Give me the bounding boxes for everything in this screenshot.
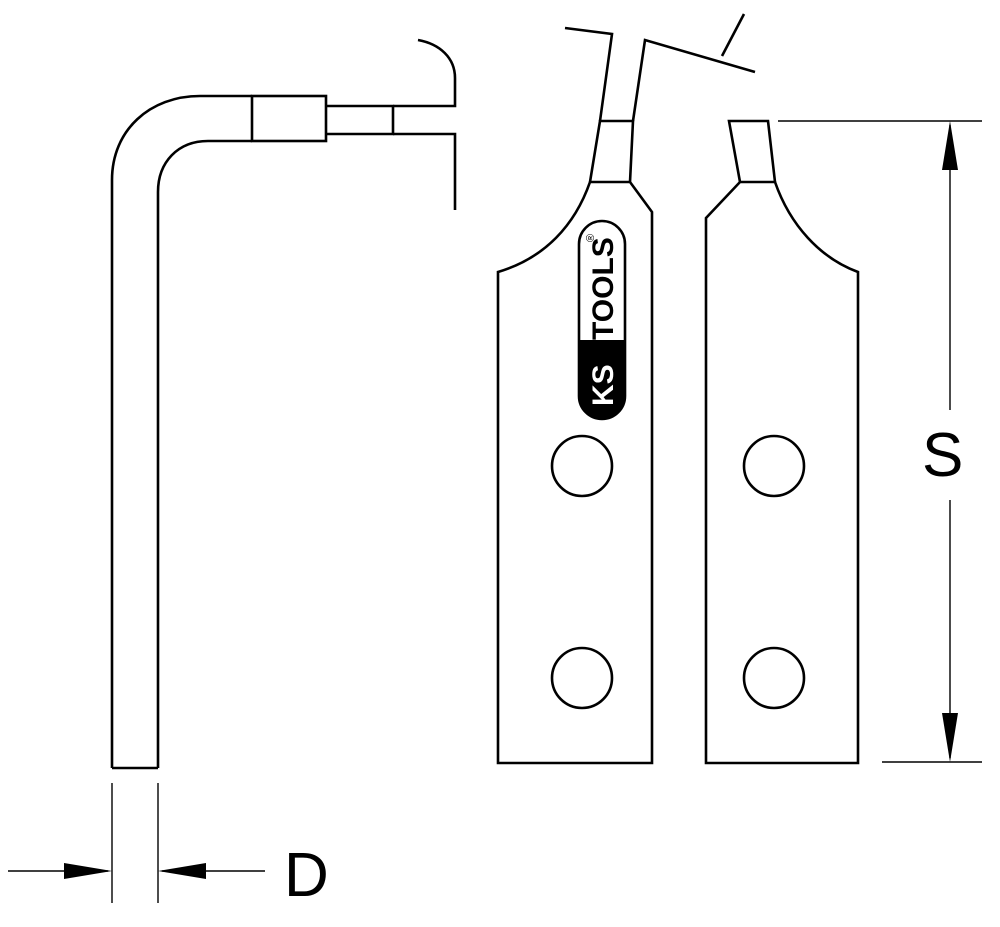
d-arrow-left <box>64 863 112 879</box>
logo-ks: KS <box>587 364 620 406</box>
plate-left-neck <box>588 119 635 183</box>
bent-pin-side-view <box>110 38 457 770</box>
pin-collar <box>250 94 328 143</box>
plate-right-neck <box>727 119 777 183</box>
logo-dark-segment <box>579 340 625 419</box>
plate-left-arm-cut <box>720 13 746 57</box>
tip-plate-right <box>704 119 860 765</box>
plate-right-hole-upper <box>742 434 806 498</box>
s-label: S <box>922 421 963 490</box>
pin-tip-lower <box>393 132 457 210</box>
s-arrow-bottom <box>942 713 958 762</box>
kstools-logo: KS TOOLS ® <box>577 219 627 421</box>
pin-stub <box>326 104 395 136</box>
dimension-s: S <box>778 120 982 763</box>
s-arrow-top <box>942 121 958 170</box>
plate-left-shank <box>564 26 614 122</box>
pin-tip-hook <box>393 38 457 108</box>
plate-left-outline <box>496 180 654 765</box>
logo-registered: ® <box>585 234 597 242</box>
plate-right-outline <box>704 180 860 765</box>
d-label: D <box>284 841 329 910</box>
tip-plate-left <box>496 13 756 765</box>
plate-left-shank-right <box>631 38 756 122</box>
logo-tools: TOOLS <box>587 237 620 340</box>
plate-right-hole-lower <box>742 646 806 710</box>
pin-outer-edge <box>110 94 252 768</box>
dimension-d: D <box>8 783 329 910</box>
pin-inner-edge <box>156 139 252 768</box>
plate-left-hole-lower <box>550 646 614 710</box>
plate-left-hole-upper <box>550 434 614 498</box>
d-arrow-right <box>158 863 206 879</box>
